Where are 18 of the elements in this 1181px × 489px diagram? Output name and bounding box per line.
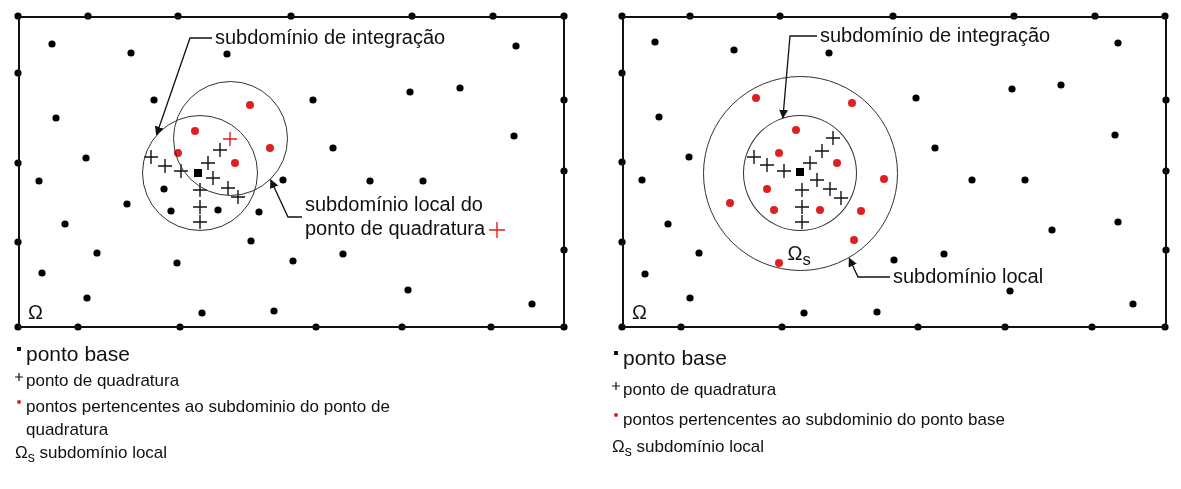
legend-text: pontos pertencentes ao subdominio do ponto base: [623, 409, 1005, 431]
legend-text: ponto base: [623, 346, 727, 369]
leader-label: subdomínio local do ponto de quadratura: [305, 192, 533, 242]
domain-symbol: Ω: [632, 300, 647, 324]
leader-arrow: [270, 179, 303, 218]
leader-arrow: [779, 35, 818, 119]
legend-text: Ω$_{s}$ subdomínio local: [15, 442, 168, 468]
legend-text: ponto de quadratura: [623, 379, 777, 401]
leader-arrow: [848, 257, 891, 278]
leader-label: subdomínio de integração: [215, 25, 505, 51]
leader-arrow: [154, 37, 213, 136]
legend-text: Ω$_{s}$ subdomínio local: [612, 436, 765, 462]
leader-label: subdomínio de integração: [820, 23, 1110, 49]
domain-symbol: Ω: [28, 300, 43, 324]
legend-text: ponto base: [26, 342, 130, 365]
legend-text: ponto de quadratura: [26, 370, 180, 392]
leader-label: subdomínio local: [893, 264, 1093, 290]
subdomain-symbol: Ω$_{s}$: [787, 241, 811, 271]
